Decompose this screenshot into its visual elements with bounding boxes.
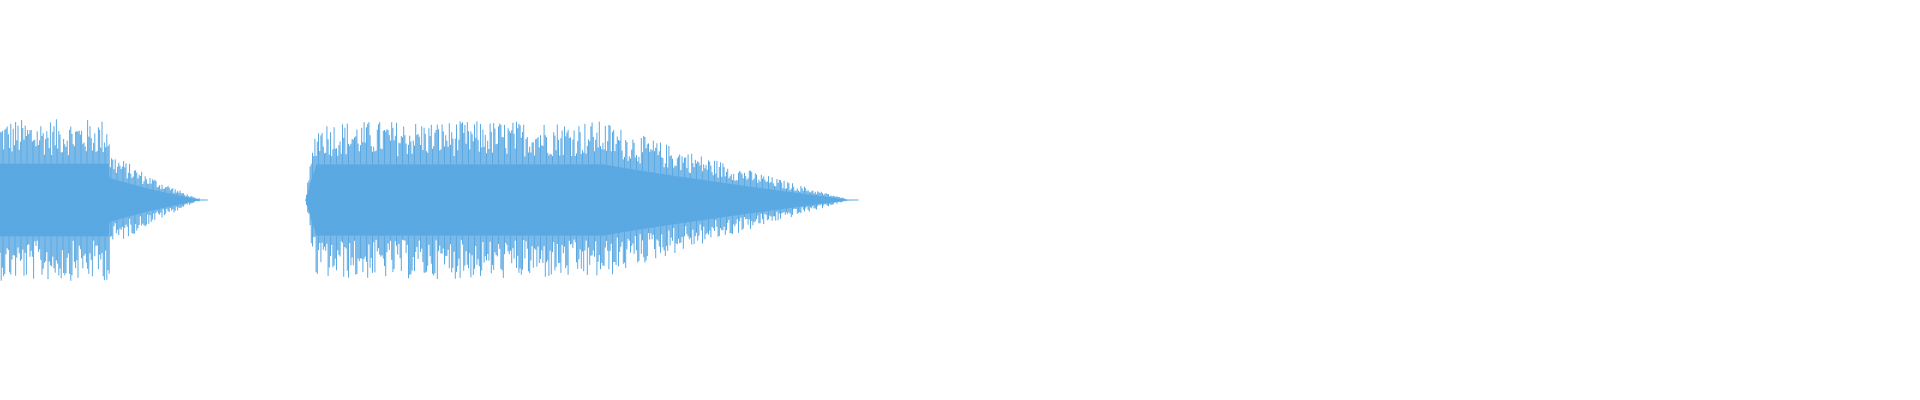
waveform-peak-lines (0, 119, 200, 281)
waveform-peak-lines (306, 121, 851, 280)
waveform-clip-2 (305, 121, 859, 280)
waveform-clip-1 (0, 119, 208, 281)
waveform-peaks (306, 121, 851, 280)
waveform-clips (0, 119, 859, 281)
waveform-peaks (0, 119, 200, 281)
